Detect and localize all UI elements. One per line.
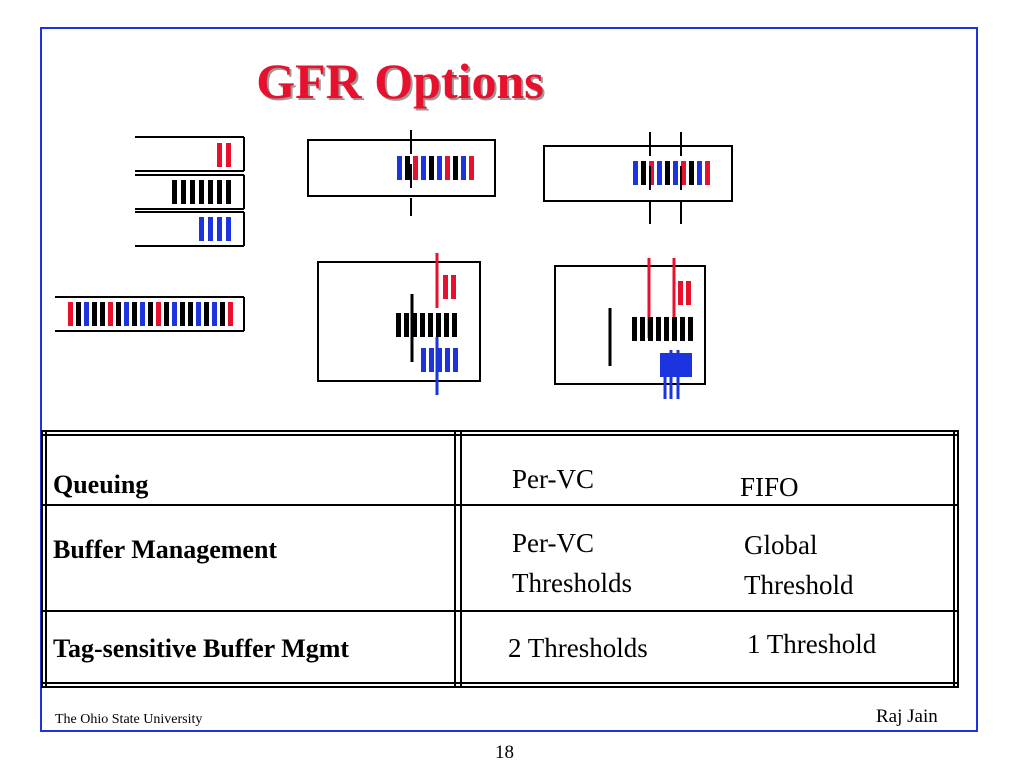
slide-frame [40,27,978,732]
cell-blue [208,217,213,241]
cell-blue [226,217,231,241]
cell-black [181,180,186,204]
cell-red [217,143,222,167]
row-label-tag-sensitive: Tag-sensitive Buffer Mgmt [53,634,350,663]
fifo-global-threshold [307,130,496,216]
cell-per-vc-buffer-1: Per-VC [512,528,594,558]
fifo-two-thresholds [543,132,733,224]
cell-per-vc-queuing: Per-VC [512,464,594,494]
slide-title: GFR Options [256,53,544,109]
cell-one-threshold: 1 Threshold [747,629,877,659]
per-vc-queue-blue [135,211,245,247]
per-vc-queue-red [135,136,245,172]
queue-diagrams [55,130,733,399]
table-column-divider [454,430,456,688]
fifo-queue [55,296,245,332]
cell-black [217,180,222,204]
cell-per-vc-buffer-2: Thresholds [512,568,632,598]
row-label-buffer-management: Buffer Management [53,535,278,564]
cell-global-buffer-2: Threshold [744,570,854,600]
cell-global-buffer-1: Global [744,530,818,560]
footer-institution: The Ohio State University [55,712,203,727]
table-border-bottom [41,682,959,684]
cell-blue [199,217,204,241]
per-vc-thresholds [317,253,481,395]
table-border-top [41,430,959,432]
table-row-divider [41,504,959,506]
per-vc-queue-black [135,174,245,210]
cell-two-thresholds: 2 Thresholds [508,633,648,663]
per-vc-queues [135,136,245,247]
cell-blue [217,217,222,241]
per-vc-two-thresholds [554,258,706,399]
options-table: Queuing Per-VC FIFO Buffer Management Pe… [41,430,959,688]
cell-fifo-queuing: FIFO [740,472,799,502]
page-number: 18 [495,742,514,763]
cell-red [226,143,231,167]
cell-black [190,180,195,204]
table-row-divider [41,610,959,612]
cell-black [199,180,204,204]
row-label-queuing: Queuing [53,470,149,499]
cell-black [226,180,231,204]
footer-author: Raj Jain [876,706,938,727]
cell-black [208,180,213,204]
cell-black [172,180,177,204]
